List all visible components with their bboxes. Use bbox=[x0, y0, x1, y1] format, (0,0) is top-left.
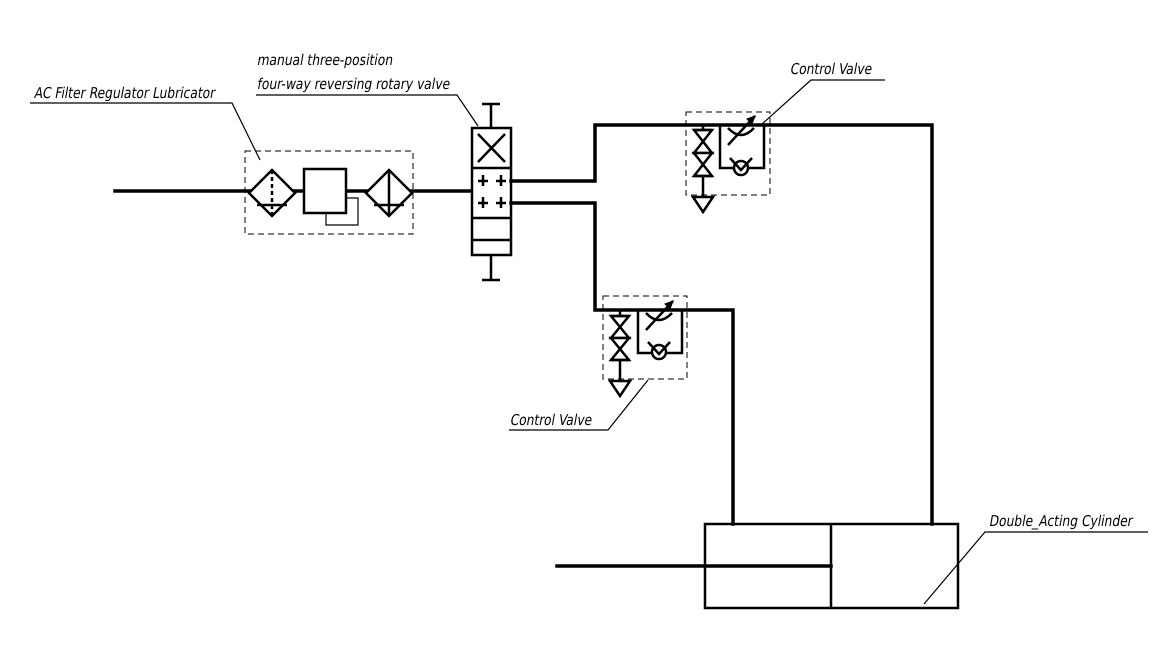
pipe-upper-branch bbox=[509, 123, 934, 526]
rotary-valve-label-line1: manual three-position bbox=[256, 52, 395, 69]
control-valve-lower bbox=[602, 295, 688, 399]
lubricator-symbol bbox=[364, 168, 414, 218]
frl-label: AC Filter Regulator Lubricator bbox=[33, 85, 217, 102]
control-valve-bottom-label: Control Valve bbox=[509, 412, 594, 429]
leader-cylinder bbox=[923, 531, 1148, 605]
control-valve-top-label: Control Valve bbox=[789, 61, 874, 78]
leader-rotary-valve bbox=[256, 94, 479, 127]
cylinder-label: Double_Acting Cylinder bbox=[988, 513, 1135, 530]
leader-frl bbox=[30, 102, 261, 161]
leader-control-valve-bottom bbox=[509, 379, 649, 431]
control-valve-upper bbox=[685, 111, 771, 215]
pipe-lower-branch bbox=[509, 201, 735, 526]
rotary-valve bbox=[470, 102, 513, 282]
rotary-valve-label-line2: four-way reversing rotary valve bbox=[256, 76, 452, 93]
frl-dashed-box bbox=[244, 150, 414, 235]
regulator-symbol bbox=[302, 167, 359, 226]
filter-symbol bbox=[247, 168, 297, 218]
frl-unit bbox=[244, 150, 414, 235]
double-acting-cylinder bbox=[555, 522, 960, 610]
leader-control-valve-top bbox=[761, 79, 885, 125]
